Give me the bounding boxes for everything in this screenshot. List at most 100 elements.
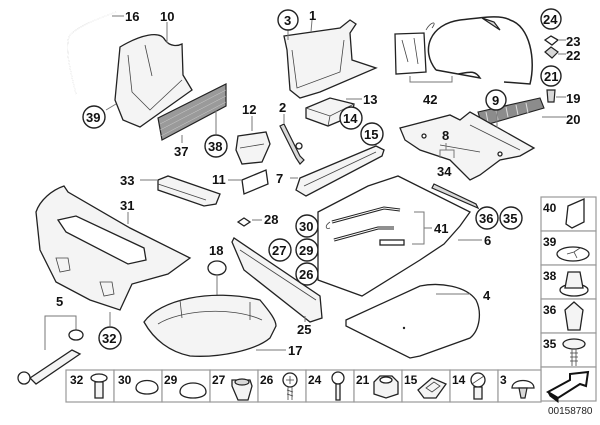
label-34: 34: [437, 164, 452, 179]
label-9: 9: [492, 93, 499, 108]
part-8-rear-panel[interactable]: [399, 111, 536, 181]
label-39: 39: [86, 110, 100, 125]
label-28: 28: [264, 212, 278, 227]
part-18-plug[interactable]: [207, 260, 227, 276]
label-25: 25: [297, 322, 311, 337]
label-33: 33: [120, 173, 134, 188]
arrow-icon: [545, 370, 590, 400]
label-15: 15: [364, 127, 378, 142]
label-36-circle: [475, 206, 499, 230]
label-12: 12: [242, 102, 256, 117]
part-19-plug[interactable]: [546, 89, 556, 103]
part-5-latch[interactable]: [17, 349, 82, 385]
part-31-trunk-lid-trim[interactable]: [35, 185, 192, 311]
fastener-15[interactable]: 15: [404, 373, 447, 399]
label-15-circle: [360, 122, 384, 146]
fastener-row-bottom: 32 30 29 27 26 24 21: [65, 369, 542, 403]
label-6: 6: [484, 233, 491, 248]
part-23-cover[interactable]: [543, 35, 560, 46]
label-27: 27: [272, 243, 286, 258]
part-28-clip[interactable]: [236, 217, 252, 227]
part-11-cover-plate[interactable]: [241, 169, 269, 195]
fastener-32-label: 32: [70, 373, 84, 387]
part-16-seal-strip[interactable]: [67, 11, 117, 95]
label-20: 20: [566, 112, 580, 127]
label-27-circle: [268, 238, 292, 262]
fastener-26-label: 26: [260, 373, 274, 387]
label-38-circle: [204, 134, 228, 158]
part-37-cargo-net[interactable]: [157, 83, 227, 141]
fastener-36[interactable]: 36: [543, 301, 584, 331]
part-25-loading-edge-trim[interactable]: [231, 237, 323, 323]
expanding-rivet-icon: [511, 379, 535, 389]
fastener-39[interactable]: 39: [543, 235, 590, 262]
bracket-clip-icon: [565, 198, 585, 229]
label-17: 17: [288, 343, 302, 358]
label-32: 32: [102, 331, 116, 346]
label-19: 19: [566, 91, 580, 106]
label-16: 16: [125, 9, 139, 24]
label-2: 2: [279, 100, 286, 115]
fastener-3[interactable]: 3: [500, 373, 535, 399]
part-2-strut[interactable]: [279, 123, 305, 165]
label-7: 7: [276, 171, 283, 186]
part-6-trunk-floor[interactable]: [317, 175, 471, 297]
fastener-24[interactable]: 24: [308, 371, 345, 401]
fastener-40[interactable]: 40: [543, 198, 585, 229]
part-34-bracket[interactable]: [431, 183, 480, 210]
grommet-icon: [231, 379, 253, 401]
label-14-circle: [339, 106, 363, 130]
part-12-storage-bin[interactable]: [235, 131, 271, 165]
fastener-30-label: 30: [118, 373, 132, 387]
fastener-14-label: 14: [452, 373, 466, 387]
label-4: 4: [483, 288, 491, 303]
fastener-21-label: 21: [356, 373, 370, 387]
part-42-first-aid-kit[interactable]: [394, 16, 533, 85]
label-3: 3: [284, 13, 291, 28]
fastener-29[interactable]: 29: [164, 373, 207, 399]
label-42: 42: [423, 92, 437, 107]
fastener-26[interactable]: 26: [260, 372, 298, 400]
push-rivet-icon: [90, 373, 108, 383]
part-7-sill-trim[interactable]: [295, 145, 385, 197]
label-3-circle: [277, 9, 299, 31]
part-5-cap[interactable]: [68, 329, 84, 341]
fastener-35-label: 35: [543, 337, 557, 351]
label-24-circle: [540, 8, 562, 30]
collar-screw-icon: [562, 338, 586, 350]
part-1-side-panel[interactable]: [283, 19, 378, 99]
bolt-icon: [331, 371, 345, 385]
label-29: 29: [299, 243, 313, 258]
fastener-15-label: 15: [404, 373, 418, 387]
part-4-floor-mat[interactable]: [345, 283, 481, 359]
label-21: 21: [544, 69, 558, 84]
label-23: 23: [566, 34, 580, 49]
label-11: 11: [212, 172, 226, 187]
label-39-circle: [82, 105, 106, 129]
label-36: 36: [479, 211, 493, 226]
catalog-number: 00158780: [548, 406, 593, 417]
fastener-29-label: 29: [164, 373, 178, 387]
fastener-27[interactable]: 27: [212, 373, 253, 401]
label-21-circle: [540, 65, 562, 87]
fastener-38-label: 38: [543, 269, 557, 283]
part-33-bracket[interactable]: [157, 175, 221, 207]
fastener-35[interactable]: 35: [543, 337, 586, 366]
fastener-32[interactable]: 32: [70, 373, 108, 399]
part-10-side-trim[interactable]: [114, 34, 193, 128]
fastener-38[interactable]: 38: [543, 269, 589, 297]
part-41-tie-down-straps[interactable]: [325, 206, 405, 246]
fastener-39-label: 39: [543, 235, 557, 249]
arrow-button[interactable]: [545, 370, 590, 403]
fastener-14[interactable]: 14: [452, 372, 486, 400]
fastener-24-label: 24: [308, 373, 322, 387]
label-32-circle: [98, 326, 122, 350]
fastener-30[interactable]: 30: [118, 373, 159, 395]
label-30: 30: [299, 219, 313, 234]
label-31: 31: [120, 198, 134, 213]
part-17-spare-wheel-well[interactable]: [143, 294, 277, 357]
fastener-27-label: 27: [212, 373, 226, 387]
cap-plug-large-icon: [179, 382, 207, 399]
part-22-clip[interactable]: [544, 46, 559, 59]
fastener-21[interactable]: 21: [356, 373, 399, 399]
